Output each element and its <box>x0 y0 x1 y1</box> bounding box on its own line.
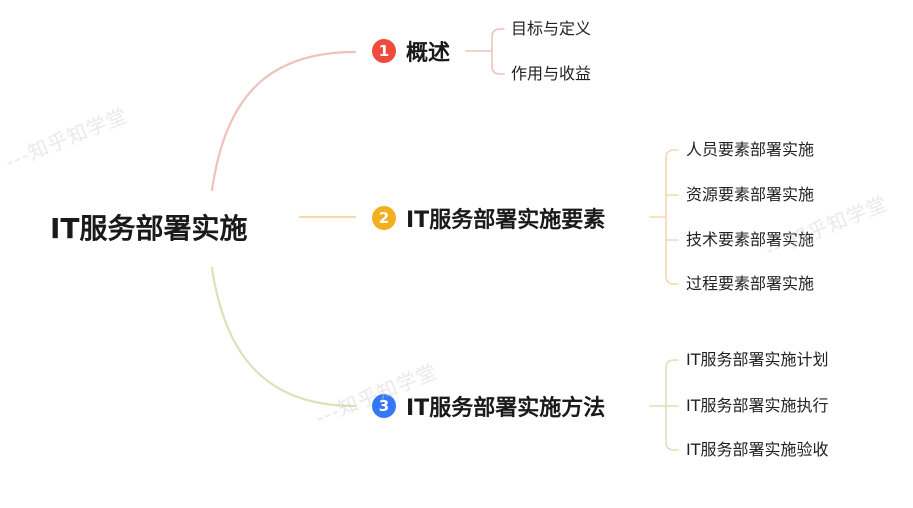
branch-number-badge: 2 <box>372 206 396 230</box>
branch-elements: 2 IT服务部署实施要素 <box>372 202 605 234</box>
branch-number-badge: 1 <box>372 39 396 63</box>
leaf-node: 目标与定义 <box>511 19 592 38</box>
leaf-node: 作用与收益 <box>511 64 592 83</box>
leaf-node: IT服务部署实施计划 <box>686 350 829 369</box>
leaf-node: IT服务部署实施验收 <box>686 440 829 459</box>
connector-branch-2-leaves-bracket <box>665 149 679 285</box>
leaf-node: 技术要素部署实施 <box>686 230 815 249</box>
branch-number-badge: 3 <box>372 394 396 418</box>
leaf-node: 过程要素部署实施 <box>686 274 815 293</box>
branch-label: 概述 <box>406 41 451 66</box>
branch-label: IT服务部署实施方法 <box>406 396 606 421</box>
connector-root-to-branch-3 <box>210 266 357 408</box>
leaf-node: 资源要素部署实施 <box>686 185 815 204</box>
connector-root-to-branch-1 <box>210 50 357 192</box>
branch-overview: 1 概述 <box>372 35 450 67</box>
leaf-node: 人员要素部署实施 <box>686 140 815 159</box>
leaf-node: IT服务部署实施执行 <box>686 396 829 415</box>
branch-methods: 3 IT服务部署实施方法 <box>372 390 605 422</box>
connector-branch-3-leaves-bracket <box>665 359 679 451</box>
connector-branch-1-leaves-bracket <box>491 28 505 75</box>
branch-label: IT服务部署实施要素 <box>406 208 606 233</box>
root-node-title: IT服务部署实施 <box>50 212 248 245</box>
